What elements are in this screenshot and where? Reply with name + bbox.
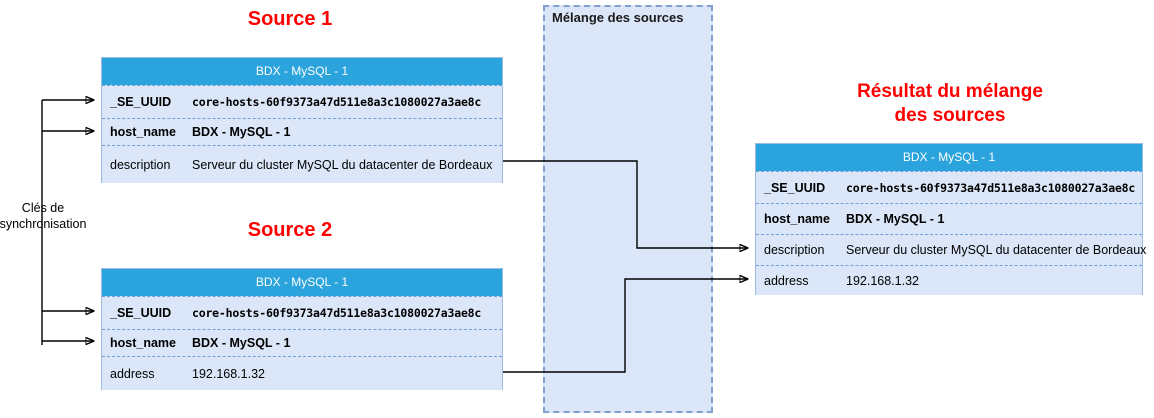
row-value: Serveur du cluster MySQL du datacenter d… bbox=[192, 157, 493, 172]
entity-source-2: BDX - MySQL - 1 _SE_UUID core-hosts-60f9… bbox=[101, 268, 503, 390]
table-row: description Serveur du cluster MySQL du … bbox=[756, 234, 1146, 265]
mix-sources-container bbox=[543, 5, 713, 413]
entity-result-header: BDX - MySQL - 1 bbox=[756, 144, 1142, 171]
row-value: core-hosts-60f9373a47d511e8a3c1080027a3a… bbox=[192, 306, 482, 320]
row-key: _SE_UUID bbox=[110, 306, 172, 320]
table-row: address 192.168.1.32 bbox=[102, 356, 502, 390]
table-row: _SE_UUID core-hosts-60f9373a47d511e8a3c1… bbox=[102, 296, 502, 329]
row-key: address bbox=[764, 273, 809, 288]
row-value: 192.168.1.32 bbox=[192, 366, 265, 381]
row-key: host_name bbox=[110, 336, 176, 350]
row-value: 192.168.1.32 bbox=[846, 273, 919, 288]
table-row: host_name BDX - MySQL - 1 bbox=[756, 203, 1142, 234]
row-value: core-hosts-60f9373a47d511e8a3c1080027a3a… bbox=[192, 95, 482, 109]
flow-source1-description-to-result bbox=[503, 160, 748, 248]
row-key: description bbox=[110, 157, 171, 172]
row-value: BDX - MySQL - 1 bbox=[846, 212, 945, 226]
row-key: address bbox=[110, 366, 155, 381]
row-key: host_name bbox=[110, 125, 176, 139]
entity-source-1: BDX - MySQL - 1 _SE_UUID core-hosts-60f9… bbox=[101, 57, 503, 183]
table-row: host_name BDX - MySQL - 1 bbox=[102, 118, 502, 145]
row-value: BDX - MySQL - 1 bbox=[192, 125, 291, 139]
table-row: _SE_UUID core-hosts-60f9373a47d511e8a3c1… bbox=[756, 171, 1142, 203]
row-key: host_name bbox=[764, 212, 830, 226]
entity-source-1-header: BDX - MySQL - 1 bbox=[102, 58, 502, 85]
source-1-title: Source 1 bbox=[247, 8, 333, 30]
row-key: _SE_UUID bbox=[110, 95, 172, 109]
sync-keys-label: Clés de synchronisation bbox=[0, 201, 87, 231]
row-key: _SE_UUID bbox=[764, 180, 826, 195]
row-value: core-hosts-60f9373a47d511e8a3c1080027a3a… bbox=[846, 180, 1136, 195]
table-row: host_name BDX - MySQL - 1 bbox=[102, 329, 502, 356]
table-row: address 192.168.1.32 bbox=[756, 265, 1142, 295]
table-row: description Serveur du cluster MySQL du … bbox=[102, 145, 502, 183]
row-value: Serveur du cluster MySQL du datacenter d… bbox=[846, 243, 1147, 257]
table-row: _SE_UUID core-hosts-60f9373a47d511e8a3c1… bbox=[102, 85, 502, 118]
flow-source2-address-to-result bbox=[503, 279, 748, 373]
entity-result: BDX - MySQL - 1 _SE_UUID core-hosts-60f9… bbox=[755, 143, 1146, 295]
result-title: Résultat du mélange des sources bbox=[857, 81, 1043, 126]
entity-source-2-header: BDX - MySQL - 1 bbox=[102, 269, 502, 296]
row-value: BDX - MySQL - 1 bbox=[192, 336, 291, 350]
source-2-title: Source 2 bbox=[247, 219, 333, 241]
row-key: description bbox=[764, 243, 825, 257]
mix-sources-label: Mélange des sources bbox=[552, 10, 684, 25]
